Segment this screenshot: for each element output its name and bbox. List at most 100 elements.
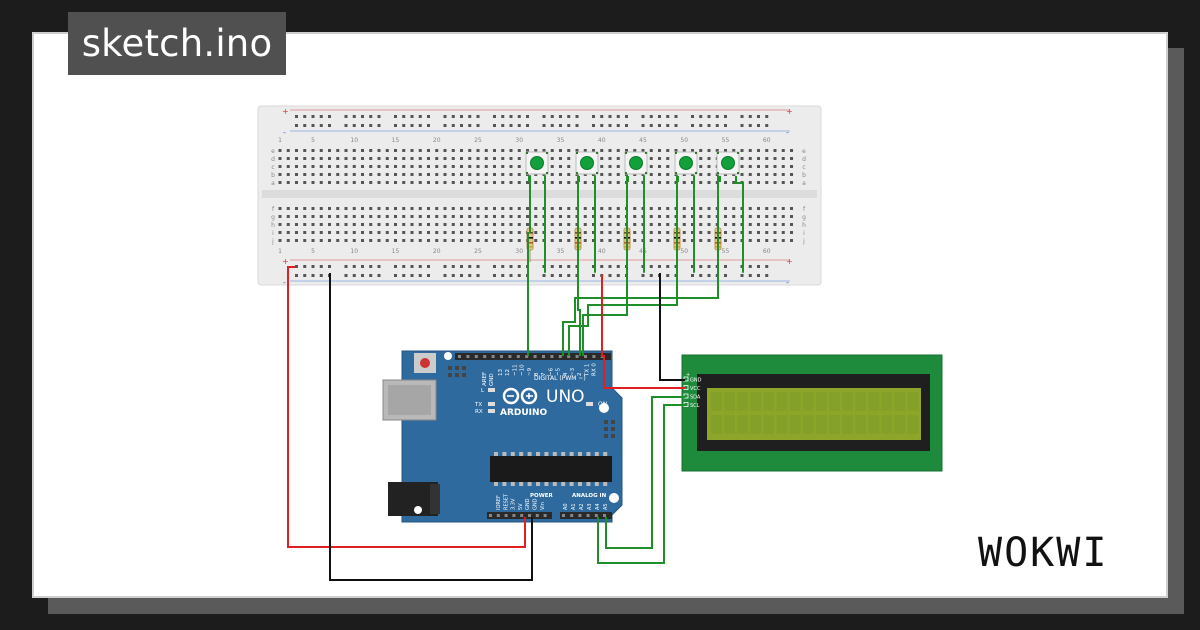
terminal-hole — [278, 157, 282, 160]
terminal-hole — [385, 149, 389, 152]
header-pin — [516, 355, 520, 358]
digital-pin-label: TX 1 — [584, 364, 590, 377]
terminal-hole — [517, 215, 521, 218]
terminal-hole — [608, 173, 612, 176]
rail-hole — [402, 265, 406, 268]
terminal-hole — [781, 157, 785, 160]
terminal-hole — [583, 207, 587, 210]
rail-hole — [369, 274, 373, 277]
terminal-hole — [352, 223, 356, 226]
terminal-hole — [328, 231, 331, 234]
push-button[interactable] — [674, 151, 698, 182]
terminal-hole — [757, 157, 760, 160]
terminal-hole — [608, 215, 612, 218]
rail-hole — [394, 115, 397, 118]
terminal-hole — [418, 173, 422, 176]
rail-hole — [460, 265, 463, 268]
terminal-hole — [319, 181, 323, 184]
terminal-hole — [385, 223, 389, 226]
terminal-hole — [526, 181, 529, 184]
terminal-hole — [616, 165, 620, 168]
terminal-hole — [427, 157, 430, 160]
terminal-hole — [633, 215, 637, 218]
terminal-hole — [757, 207, 760, 210]
terminal-hole — [427, 165, 430, 168]
terminal-hole — [435, 239, 439, 242]
terminal-hole — [286, 165, 290, 168]
wire — [659, 273, 685, 381]
lcd-char-cell — [855, 392, 867, 411]
terminal-hole — [410, 181, 414, 184]
terminal-hole — [493, 207, 496, 210]
terminal-hole — [608, 223, 612, 226]
terminal-hole — [765, 207, 769, 210]
terminal-hole — [369, 231, 373, 234]
terminal-hole — [757, 181, 760, 184]
push-button[interactable] — [525, 151, 549, 182]
terminal-hole — [575, 149, 579, 152]
terminal-hole — [319, 157, 323, 160]
terminal-hole — [410, 173, 414, 176]
terminal-hole — [526, 149, 529, 152]
lcd-char-cell — [763, 392, 775, 411]
row-letter: j — [802, 238, 805, 245]
terminal-hole — [501, 149, 505, 152]
terminal-hole — [468, 157, 472, 160]
terminal-hole — [369, 215, 373, 218]
digital-pin-label: ~9 — [527, 367, 533, 376]
rail-hole — [468, 115, 472, 118]
terminal-hole — [303, 215, 307, 218]
terminal-hole — [369, 173, 373, 176]
header-pin — [525, 355, 529, 358]
terminal-hole — [418, 223, 422, 226]
terminal-hole — [724, 215, 727, 218]
terminal-hole — [699, 157, 703, 160]
lcd-char-cell — [802, 392, 814, 411]
rail-hole — [616, 115, 620, 118]
rail-hole — [328, 124, 331, 127]
terminal-hole — [707, 223, 711, 226]
terminal-hole — [509, 223, 513, 226]
terminal-hole — [608, 239, 612, 242]
column-number: 10 — [350, 248, 358, 255]
terminal-hole — [443, 215, 447, 218]
terminal-hole — [682, 223, 686, 226]
terminal-hole — [394, 223, 397, 226]
wire — [329, 273, 533, 581]
terminal-hole — [740, 149, 744, 152]
terminal-hole — [286, 181, 290, 184]
terminal-hole — [336, 149, 340, 152]
terminal-hole — [369, 157, 373, 160]
lcd-char-cell — [894, 392, 906, 411]
terminal-hole — [682, 149, 686, 152]
header-pin — [533, 355, 537, 358]
lcd-char-cell — [789, 392, 801, 411]
terminal-hole — [550, 239, 554, 242]
terminal-hole — [732, 239, 736, 242]
rail-hole — [460, 274, 463, 277]
analog-header — [560, 512, 612, 519]
terminal-hole — [336, 181, 340, 184]
terminal-hole — [501, 231, 505, 234]
terminal-hole — [567, 207, 571, 210]
header-pin — [504, 514, 508, 517]
terminal-hole — [402, 181, 406, 184]
push-button[interactable] — [716, 151, 740, 182]
terminal-hole — [418, 207, 422, 210]
terminal-hole — [748, 165, 752, 168]
lcd-char-cell — [802, 415, 814, 434]
digital-pin-label: ~3 — [570, 367, 576, 376]
terminal-hole — [484, 181, 488, 184]
rail-hole — [402, 124, 406, 127]
rail-hole — [625, 124, 628, 127]
rail-minus-mark: - — [283, 128, 286, 137]
rail-hole — [526, 124, 529, 127]
terminal-hole — [476, 231, 480, 234]
rail-hole — [542, 115, 546, 118]
terminal-hole — [278, 149, 282, 152]
aref-label: AREF — [482, 372, 488, 386]
terminal-hole — [501, 223, 505, 226]
rail-hole — [295, 124, 298, 127]
terminal-hole — [600, 173, 604, 176]
terminal-hole — [550, 223, 554, 226]
